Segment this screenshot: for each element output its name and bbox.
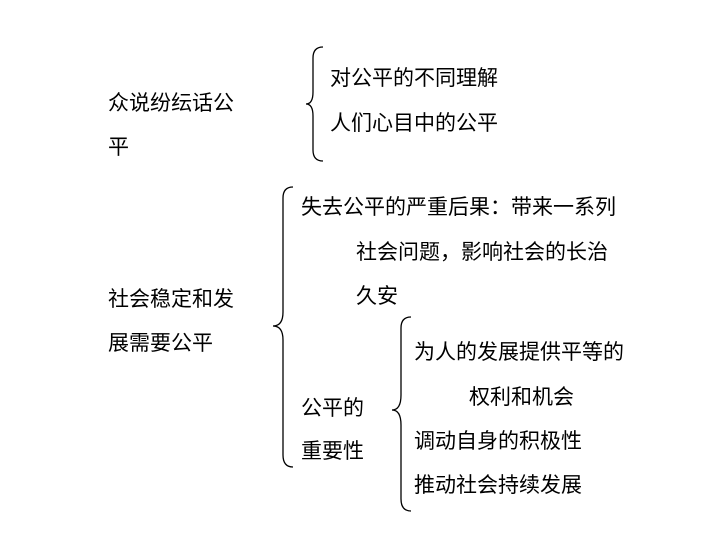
- brace-section2: [272, 186, 294, 468]
- topic2-line2: 展需要公平: [108, 331, 213, 355]
- importance-item-equal-dev: 为人的发展提供平等的: [414, 340, 624, 364]
- branch-understanding: 对公平的不同理解: [330, 66, 498, 90]
- topic-line1: 众说纷纭话公: [108, 91, 234, 115]
- importance-item-motivation: 调动自身的积极性: [414, 429, 582, 453]
- importance-item-sustainable: 推动社会持续发展: [414, 473, 582, 497]
- brace-section1: [305, 46, 324, 162]
- branch-perception: 人们心目中的公平: [330, 111, 498, 135]
- consequence-line3: 久安: [356, 284, 398, 308]
- brace-importance: [391, 316, 412, 512]
- importance-label-line1: 公平的: [301, 396, 364, 420]
- consequence-line1: 失去公平的严重后果：带来一系列: [301, 195, 616, 219]
- consequence-line2: 社会问题，影响社会的长治: [356, 240, 608, 264]
- topic2-line1: 社会稳定和发: [108, 287, 234, 311]
- topic-line2: 平: [108, 135, 129, 159]
- importance-item-rights: 权利和机会: [469, 385, 574, 409]
- importance-label-line2: 重要性: [301, 439, 364, 463]
